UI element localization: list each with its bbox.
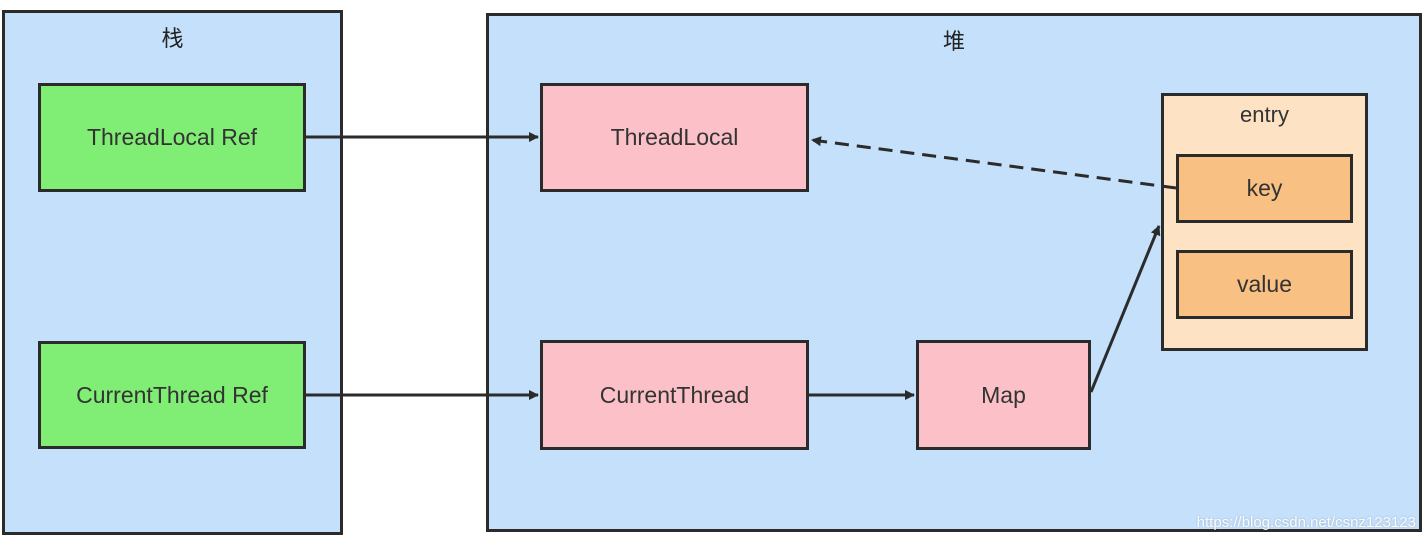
- watermark-text: https://blog.csdn.net/csnz123123: [1196, 514, 1416, 531]
- arrow-map-to-entry: [1089, 225, 1161, 393]
- key-label: key: [1246, 175, 1283, 201]
- map-box: Map: [916, 340, 1091, 450]
- currentthread-ref-box: CurrentThread Ref: [38, 341, 306, 449]
- threadlocal-ref-box: ThreadLocal Ref: [38, 83, 306, 192]
- map-label: Map: [981, 381, 1026, 408]
- value-label: value: [1237, 271, 1292, 297]
- entry-title: entry: [1240, 102, 1289, 127]
- heap-title: 堆: [942, 29, 965, 54]
- key-box: key: [1176, 154, 1353, 223]
- currentthread-ref-label: CurrentThread Ref: [76, 381, 268, 408]
- threadlocal-label: ThreadLocal: [610, 124, 739, 150]
- stack-title: 栈: [161, 26, 184, 51]
- value-box: value: [1176, 250, 1353, 319]
- arrow-key-to-threadlocal-dashed: [811, 136, 1177, 190]
- threadlocal-ref-label: ThreadLocal Ref: [86, 124, 258, 150]
- currentthread-label: CurrentThread: [599, 381, 750, 408]
- threadlocal-box: ThreadLocal: [540, 83, 809, 192]
- currentthread-box: CurrentThread: [540, 340, 809, 450]
